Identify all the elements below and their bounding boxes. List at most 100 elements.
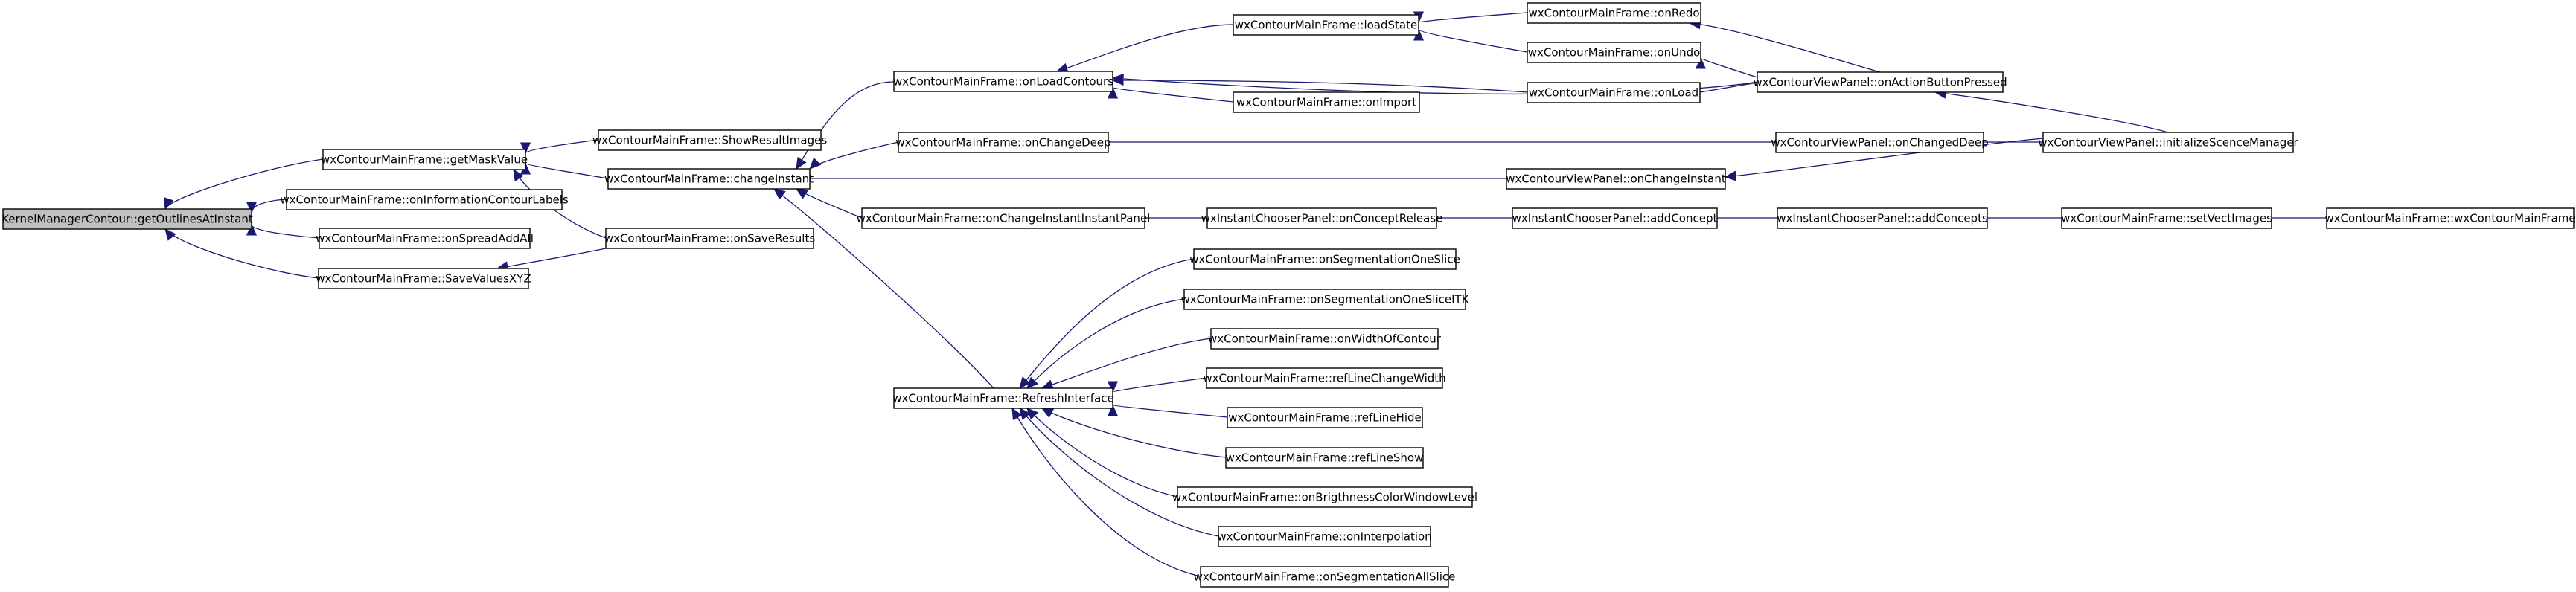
node-label: wxContourMainFrame::loadState	[1235, 19, 1417, 32]
edge-n31-n12	[1107, 404, 1228, 418]
node-label: wxContourMainFrame::onImport	[1236, 96, 1416, 109]
node-label: wxInstantChooserPanel::addConcepts	[1777, 212, 1988, 225]
edge-n29-n12	[1041, 338, 1212, 390]
graph-node[interactable]: wxContourMainFrame::onRedo	[1527, 2, 1701, 24]
node-label: wxContourMainFrame::getMaskValue	[321, 153, 528, 167]
edge-line	[525, 163, 609, 179]
node-label: wxContourViewPanel::initializeScenceMana…	[2038, 136, 2298, 149]
node-label: wxContourMainFrame::SaveValuesXYZ	[316, 272, 531, 286]
node-label: wxContourMainFrame::onWidthOfContour	[1208, 332, 1442, 346]
node-box	[1777, 207, 1988, 229]
node-label: wxContourMainFrame::onSegmentationOneSli…	[1180, 293, 1469, 306]
edge-line	[773, 188, 994, 389]
edge-line	[1026, 298, 1185, 389]
graph-node[interactable]: wxContourMainFrame::loadState	[1233, 14, 1419, 36]
edge-n32-n12	[1041, 408, 1227, 458]
graph-node[interactable]: wxContourMainFrame::onChangeInstantInsta…	[857, 207, 1151, 229]
graph-node[interactable]: wxContourMainFrame::onSegmentationOneSli…	[1180, 289, 1470, 310]
graph-node[interactable]: wxContourMainFrame::onChangeDeep	[895, 132, 1111, 153]
graph-node[interactable]: wxContourMainFrame::onBrigthnessColorWin…	[1172, 486, 1477, 508]
graph-node[interactable]: wxContourMainFrame::getMaskValue	[321, 149, 528, 170]
edge-arrowhead	[1107, 404, 1119, 416]
graph-node[interactable]: wxContourMainFrame::ShowResultImages	[592, 129, 827, 151]
node-box	[286, 189, 563, 210]
edge-n35-n12	[1011, 407, 1201, 577]
edge-arrowhead	[1107, 86, 1119, 99]
node-label: wxContourMainFrame::onLoad	[1529, 86, 1698, 100]
node-label: wxContourMainFrame::onSegmentationOneSli…	[1189, 253, 1460, 266]
edge-arrowhead	[246, 223, 258, 236]
node-label: wxInstantChooserPanel::onConceptRelease	[1201, 212, 1443, 225]
edge-arrowhead	[1041, 408, 1055, 419]
graph-node[interactable]: wxInstantChooserPanel::addConcepts	[1777, 207, 1988, 229]
edge-line	[1112, 87, 1234, 103]
edge-n14-n9	[1107, 86, 1234, 103]
node-box	[605, 228, 814, 249]
graph-node[interactable]: wxInstantChooserPanel::onConceptRelease	[1201, 207, 1443, 229]
node-box	[1206, 207, 1437, 229]
node-box	[319, 228, 531, 249]
node-box	[1183, 289, 1466, 310]
edge-line	[1418, 12, 1528, 23]
node-label: wxContourMainFrame::onChangeInstantInsta…	[857, 212, 1151, 225]
edge-line	[1011, 408, 1201, 577]
graph-node[interactable]: wxContourMainFrame::changeInstant	[604, 168, 814, 190]
graph-node[interactable]: wxContourMainFrame::onSegmentationOneSli…	[1189, 248, 1460, 270]
node-label: wxContourMainFrame::changeInstant	[604, 173, 814, 186]
graph-node[interactable]: wxInstantChooserPanel::addConcept	[1512, 207, 1718, 229]
node-label: wxContourMainFrame::onInformationContour…	[280, 193, 569, 207]
graph-node[interactable]: wxContourMainFrame::onImport	[1233, 91, 1420, 113]
edge-line	[796, 81, 895, 170]
edge-line	[525, 139, 599, 154]
edge-line	[1019, 408, 1219, 537]
graph-node[interactable]: wxContourMainFrame::wxContourMainFrame	[2324, 207, 2576, 229]
edge-arrowhead	[796, 156, 807, 170]
graph-node[interactable]: wxContourMainFrame::onInterpolation	[1217, 526, 1432, 547]
node-box	[322, 149, 526, 170]
graph-node[interactable]: wxContourMainFrame::RefreshInterface	[892, 387, 1114, 409]
edge-line	[1725, 138, 2044, 178]
edge-n11-n7	[795, 188, 863, 219]
node-box	[1527, 2, 1701, 24]
edge-arrowhead	[246, 202, 258, 214]
node-box	[1177, 486, 1473, 508]
graph-node[interactable]: wxContourMainFrame::setVectImages	[2061, 207, 2272, 229]
graph-node[interactable]: wxContourMainFrame::onUndo	[1527, 42, 1701, 63]
graph-node[interactable]: wxContourMainFrame::onLoad	[1527, 82, 1701, 103]
node-box	[1506, 168, 1726, 190]
edge-line	[1112, 377, 1207, 393]
edge-line	[1699, 82, 1758, 93]
graph-node[interactable]: wxContourMainFrame::onWidthOfContour	[1208, 328, 1442, 350]
graph-node[interactable]: wxContourMainFrame::refLineHide	[1227, 407, 1423, 428]
graph-node[interactable]: wxContourMainFrame::SaveValuesXYZ	[316, 268, 531, 289]
edge-arrowhead	[1107, 381, 1119, 393]
graph-node[interactable]: wxContourMainFrame::onSaveResults	[604, 228, 816, 249]
node-box	[1193, 248, 1457, 270]
edge-line	[1041, 338, 1212, 389]
graph-node[interactable]: wxContourMainFrame::refLineChangeWidth	[1203, 367, 1446, 389]
edge-n9-n7	[796, 81, 895, 170]
graph-node[interactable]: wxContourViewPanel::onChangeInstant	[1506, 168, 1726, 190]
node-box	[1200, 566, 1449, 588]
edge-n28-n12	[1026, 298, 1185, 389]
graph-node[interactable]: wxContourViewPanel::onChangedDeep	[1771, 132, 1989, 153]
edge-n20-n18	[1934, 88, 2169, 133]
node-label: wxContourMainFrame::RefreshInterface	[892, 392, 1114, 405]
graph-node[interactable]: wxContourMainFrame::onSpreadAddAll	[316, 228, 534, 249]
node-box	[1210, 328, 1439, 350]
edge-n15-n13	[1413, 11, 1528, 24]
edge-n10-n7	[809, 141, 899, 170]
graph-node[interactable]: wxContourMainFrame::onSegmentationAllSli…	[1194, 566, 1456, 588]
edge-arrowhead	[513, 168, 524, 182]
graph-node[interactable]: wxContourMainFrame::onInformationContour…	[280, 189, 569, 210]
root-node[interactable]: KernelManagerContour::getOutlinesAtInsta…	[1, 208, 253, 230]
graph-node[interactable]: wxContourMainFrame::refLineShow	[1225, 447, 1424, 469]
edge-n6-n2	[520, 139, 599, 155]
graph-node[interactable]: wxContourViewPanel::onActionButtonPresse…	[1753, 71, 2007, 93]
node-label: wxContourMainFrame::refLineHide	[1228, 411, 1422, 425]
graph-node[interactable]: wxContourMainFrame::onLoadContours	[893, 71, 1113, 92]
graph-node[interactable]: wxContourViewPanel::initializeScenceMana…	[2038, 132, 2299, 153]
node-label: wxContourViewPanel::onActionButtonPresse…	[1753, 76, 2007, 89]
